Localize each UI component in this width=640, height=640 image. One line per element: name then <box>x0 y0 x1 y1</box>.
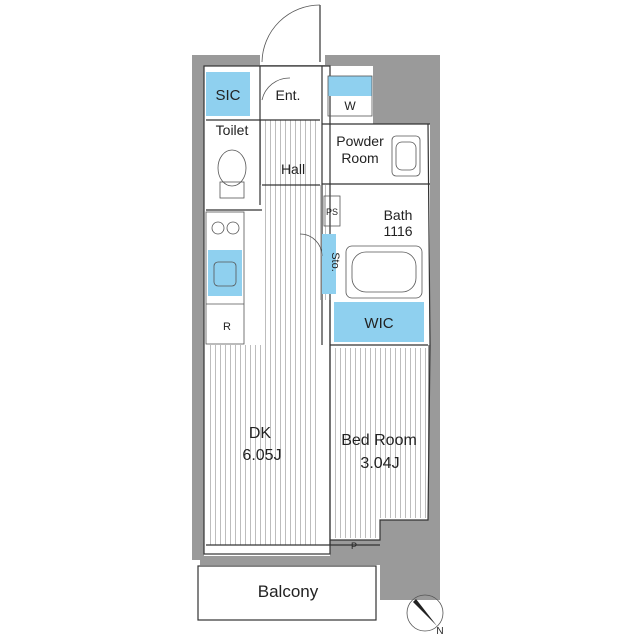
powder-room-label-1: Powder <box>336 133 384 149</box>
bath-label-2: 1116 <box>383 223 412 239</box>
dk-name: DK <box>249 425 272 442</box>
balcony: Balcony <box>197 565 377 621</box>
north-label: N <box>436 626 443 637</box>
entrance-door <box>261 4 321 63</box>
washer-label: W <box>344 99 356 113</box>
balcony-label: Balcony <box>258 582 319 601</box>
bedroom-size: 3.04J <box>360 455 399 472</box>
floor-stripes <box>206 120 426 545</box>
bathtub <box>345 245 423 299</box>
sic-label: SIC <box>215 87 240 104</box>
room-outlines <box>203 65 431 555</box>
storage-closet: Sto. <box>322 234 341 294</box>
entrance-label: Ent. <box>276 87 301 103</box>
hall-label: Hall <box>281 161 305 177</box>
pipe-space-label: PS <box>326 207 338 217</box>
wic-label: WIC <box>364 315 393 332</box>
north-compass: N <box>406 594 444 637</box>
kitchen-counter: R <box>205 211 245 345</box>
walk-in-closet: WIC <box>334 302 424 342</box>
sic-closet: SIC <box>206 72 250 116</box>
powder-room-label-2: Room <box>341 150 378 166</box>
sink-fixture <box>391 135 421 177</box>
dk-size: 6.05J <box>242 447 281 464</box>
toilet-label: Toilet <box>216 122 249 138</box>
storage-label: Sto. <box>329 252 341 272</box>
refrigerator-label: R <box>223 321 231 333</box>
toilet-fixture <box>217 149 247 199</box>
bath-label-1: Bath <box>384 207 413 223</box>
washer-space: W <box>327 75 373 117</box>
p-label: P <box>351 541 357 551</box>
bedroom-name: Bed Room <box>341 432 417 449</box>
